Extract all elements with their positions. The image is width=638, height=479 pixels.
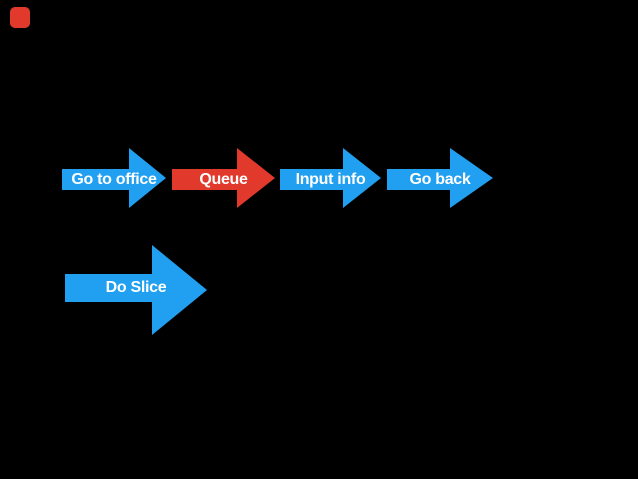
arrow-do-slice: Do Slice: [65, 245, 207, 335]
arrow-go-back-label: Go back: [409, 171, 471, 188]
arrow-do-slice-label: Do Slice: [105, 279, 167, 296]
arrow-do-slice-bar: [65, 274, 152, 302]
arrow-go-back-bar: [387, 169, 450, 190]
arrow-queue-head: [237, 148, 275, 208]
arrow-go-to-office: Go to office: [62, 148, 166, 208]
arrow-go-to-office-label: Go to office: [71, 171, 157, 188]
arrow-queue-label: Queue: [199, 171, 248, 188]
arrow-input-info-label: Input info: [295, 171, 366, 188]
red-square-indicator: [10, 7, 30, 28]
arrow-input-info-bar: [280, 169, 343, 190]
arrow-do-slice-head: [152, 245, 207, 335]
arrow-go-to-office-head: [129, 148, 166, 208]
arrow-queue-bar: [172, 169, 237, 190]
arrow-input-info: Input info: [280, 148, 381, 208]
arrow-go-back: Go back: [387, 148, 493, 208]
arrow-go-back-head: [450, 148, 493, 208]
arrow-queue: Queue: [172, 148, 275, 208]
arrow-go-to-office-bar: [62, 169, 129, 190]
arrow-input-info-head: [343, 148, 381, 208]
